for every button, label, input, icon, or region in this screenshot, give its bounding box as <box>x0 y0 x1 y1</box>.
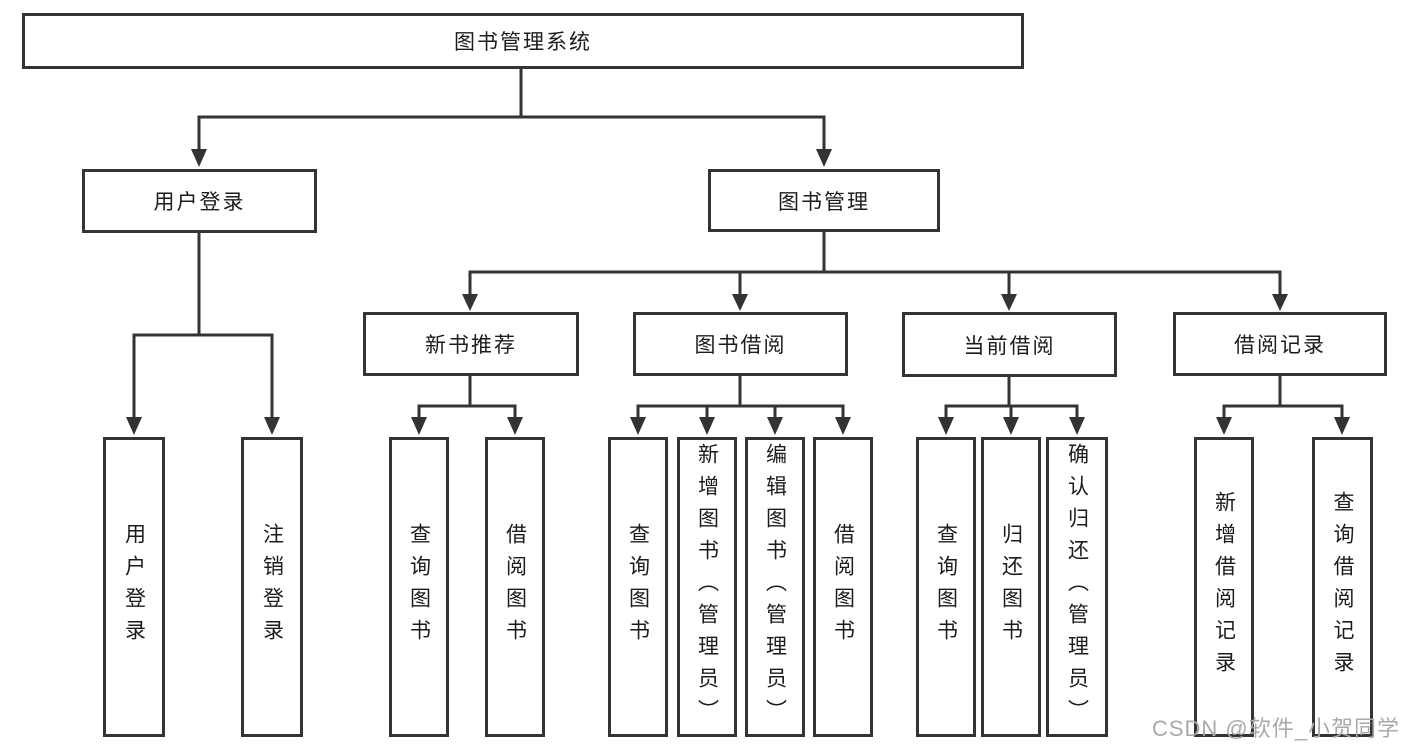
leaf-node-query-borrow-record: 查询借阅记录 <box>1312 437 1373 737</box>
branch-node-label: 用户登录 <box>153 191 246 214</box>
leaf-node-edit-books-admin: 编辑图书（管理员） <box>745 437 805 737</box>
leaf-node-label: 用户登录 <box>122 523 146 651</box>
leaf-node-confirm-return-admin: 确认归还（管理员） <box>1046 437 1108 737</box>
watermark: CSDN @软件_小贺同学 <box>1151 716 1400 741</box>
branch-node-user-login: 用户登录 <box>82 169 317 233</box>
leaf-node-label: 编辑图书（管理员） <box>763 443 787 731</box>
leaf-node-add-borrow-record: 新增借阅记录 <box>1194 437 1254 737</box>
leaf-node-label: 查询图书 <box>626 523 650 651</box>
leaf-node-label: 确认归还（管理员） <box>1065 443 1089 731</box>
module-node-book-borrow: 图书借阅 <box>633 312 848 376</box>
branch-node-book-management: 图书管理 <box>708 169 940 232</box>
leaf-node-label: 查询借阅记录 <box>1331 491 1354 683</box>
branch-node-label: 图书管理 <box>778 190 870 214</box>
root-node-label: 图书管理系统 <box>454 31 592 54</box>
leaf-node-add-books-admin: 新增图书（管理员） <box>677 437 737 737</box>
module-node-borrow-records: 借阅记录 <box>1173 312 1387 376</box>
leaf-node-query-books: 查询图书 <box>608 437 668 737</box>
module-node-new-book-recommend: 新书推荐 <box>363 312 579 376</box>
leaf-node-borrow-books: 借阅图书 <box>485 437 545 737</box>
leaf-node-user-login: 用户登录 <box>103 437 165 737</box>
module-node-label: 新书推荐 <box>425 334 517 357</box>
leaf-node-return-books: 归还图书 <box>981 437 1041 737</box>
leaf-node-label: 注销登录 <box>260 523 284 651</box>
module-node-label: 借阅记录 <box>1234 334 1326 357</box>
leaf-node-label: 借阅图书 <box>503 523 527 651</box>
leaf-node-query-books: 查询图书 <box>916 437 976 737</box>
module-node-label: 图书借阅 <box>694 334 787 357</box>
leaf-node-label: 归还图书 <box>999 523 1023 651</box>
leaf-node-logout: 注销登录 <box>241 437 303 737</box>
module-node-label: 当前借阅 <box>963 334 1056 358</box>
leaf-node-label: 查询图书 <box>407 523 431 651</box>
root-node-library-management-system: 图书管理系统 <box>22 13 1024 69</box>
module-node-current-borrow: 当前借阅 <box>902 312 1117 377</box>
leaf-node-query-books: 查询图书 <box>389 437 449 737</box>
leaf-node-borrow-books: 借阅图书 <box>813 437 873 737</box>
leaf-node-label: 新增图书（管理员） <box>695 443 719 731</box>
leaf-node-label: 新增借阅记录 <box>1212 491 1236 683</box>
leaf-node-label: 借阅图书 <box>831 523 855 651</box>
leaf-node-label: 查询图书 <box>934 523 958 651</box>
